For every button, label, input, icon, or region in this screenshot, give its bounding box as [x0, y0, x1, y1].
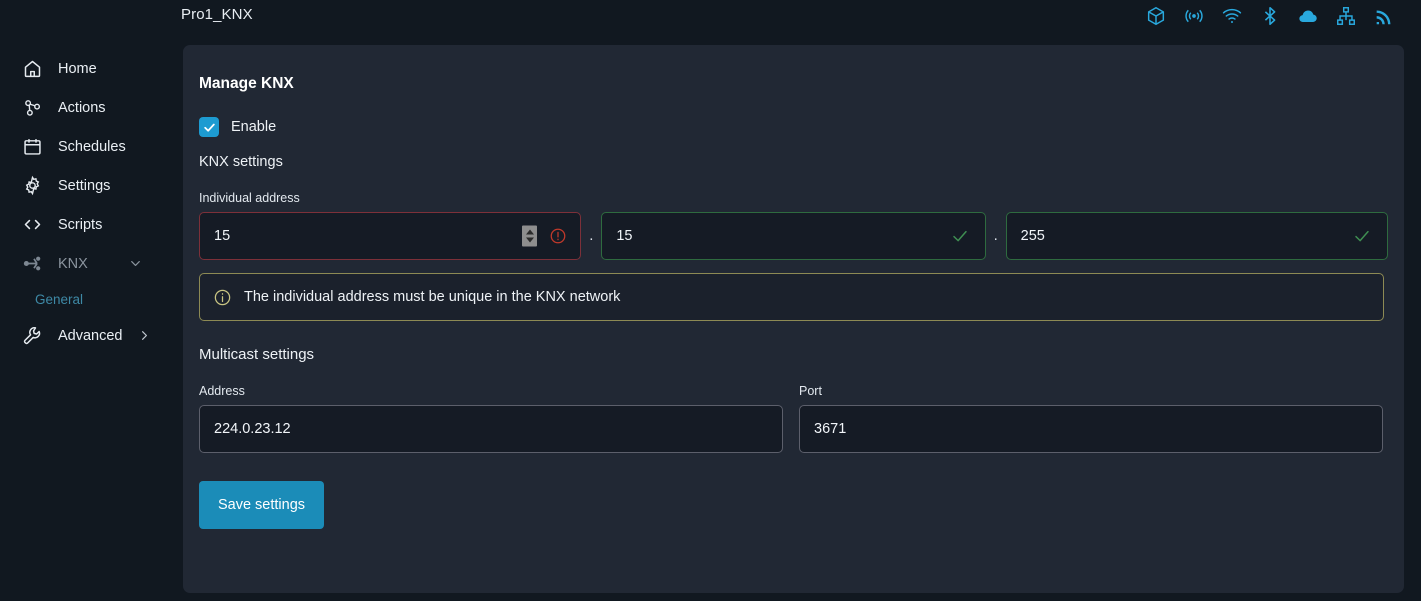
individual-address-row: . .	[199, 212, 1389, 260]
address-separator-2: .	[993, 227, 998, 244]
multicast-address-label: Address	[199, 384, 245, 398]
sitemap-icon[interactable]	[1335, 5, 1357, 27]
check-icon	[203, 123, 215, 132]
gear-icon	[22, 175, 43, 196]
actions-node-icon	[22, 97, 43, 118]
sidebar-item-knx[interactable]: KNX	[0, 244, 172, 283]
sidebar-item-advanced[interactable]: Advanced	[0, 316, 172, 355]
multicast-port-input[interactable]	[799, 405, 1383, 453]
sidebar-item-label: KNX	[58, 255, 88, 272]
sidebar-subitem-label: General	[35, 292, 84, 307]
chevron-down-icon[interactable]	[129, 257, 142, 270]
network-nodes-icon	[22, 253, 43, 274]
enable-row: Enable	[199, 117, 1388, 137]
package-icon[interactable]	[1145, 5, 1167, 27]
status-tray	[1145, 5, 1395, 27]
calendar-icon	[22, 136, 43, 157]
top-bar: Pro1_KNX	[0, 0, 1421, 34]
number-stepper[interactable]	[522, 225, 538, 247]
sidebar-item-schedules[interactable]: Schedules	[0, 127, 172, 166]
sidebar-item-general[interactable]: General	[0, 283, 172, 316]
enable-checkbox[interactable]	[199, 117, 219, 137]
knx-settings-heading: KNX settings	[199, 154, 283, 170]
individual-address-line-field[interactable]	[601, 212, 986, 260]
enable-label: Enable	[231, 119, 277, 135]
broadcast-icon[interactable]	[1183, 5, 1205, 27]
sidebar-item-settings[interactable]: Settings	[0, 166, 172, 205]
individual-address-area-input[interactable]	[200, 213, 581, 259]
manage-knx-panel: Manage KNX Enable KNX settings Individua…	[183, 45, 1404, 593]
multicast-port-label: Port	[799, 384, 822, 398]
sidebar-item-label: Scripts	[58, 216, 103, 233]
individual-address-label: Individual address	[199, 191, 300, 205]
cloud-icon[interactable]	[1297, 5, 1319, 27]
sidebar-item-label: Advanced	[58, 327, 123, 344]
info-circle-icon	[213, 288, 232, 307]
sidebar-item-scripts[interactable]: Scripts	[0, 205, 172, 244]
wrench-icon	[22, 325, 43, 346]
address-separator-1: .	[589, 227, 594, 244]
check-circle-icon	[1353, 227, 1371, 245]
multicast-row: Address Port	[199, 363, 1388, 453]
check-circle-icon	[951, 227, 969, 245]
individual-address-area-field[interactable]	[199, 212, 582, 260]
sidebar: Home Actions Schedules	[0, 34, 172, 601]
error-circle-icon	[549, 227, 567, 245]
individual-address-line-input[interactable]	[602, 213, 985, 259]
chevron-right-icon[interactable]	[138, 329, 151, 342]
multicast-port-group: Port	[799, 363, 1383, 453]
multicast-address-group: Address	[199, 363, 783, 453]
sidebar-item-label: Home	[58, 60, 97, 77]
sidebar-item-label: Schedules	[58, 138, 126, 155]
individual-address-device-field[interactable]	[1005, 212, 1389, 260]
sidebar-item-label: Settings	[58, 177, 111, 194]
app-title: Pro1_KNX	[181, 6, 253, 23]
page-title: Manage KNX	[199, 75, 294, 92]
individual-address-device-input[interactable]	[1006, 213, 1388, 259]
info-banner-text: The individual address must be unique in…	[244, 289, 621, 305]
sidebar-item-actions[interactable]: Actions	[0, 88, 172, 127]
wifi-icon[interactable]	[1221, 5, 1243, 27]
home-icon	[22, 58, 43, 79]
multicast-address-input[interactable]	[199, 405, 783, 453]
multicast-settings-heading: Multicast settings	[199, 346, 315, 363]
save-settings-button[interactable]: Save settings	[199, 481, 324, 529]
bluetooth-icon[interactable]	[1259, 5, 1281, 27]
sidebar-item-label: Actions	[58, 99, 106, 116]
code-brackets-icon	[22, 214, 43, 235]
info-banner: The individual address must be unique in…	[199, 273, 1384, 321]
rss-icon[interactable]	[1373, 5, 1395, 27]
sidebar-item-home[interactable]: Home	[0, 49, 172, 88]
